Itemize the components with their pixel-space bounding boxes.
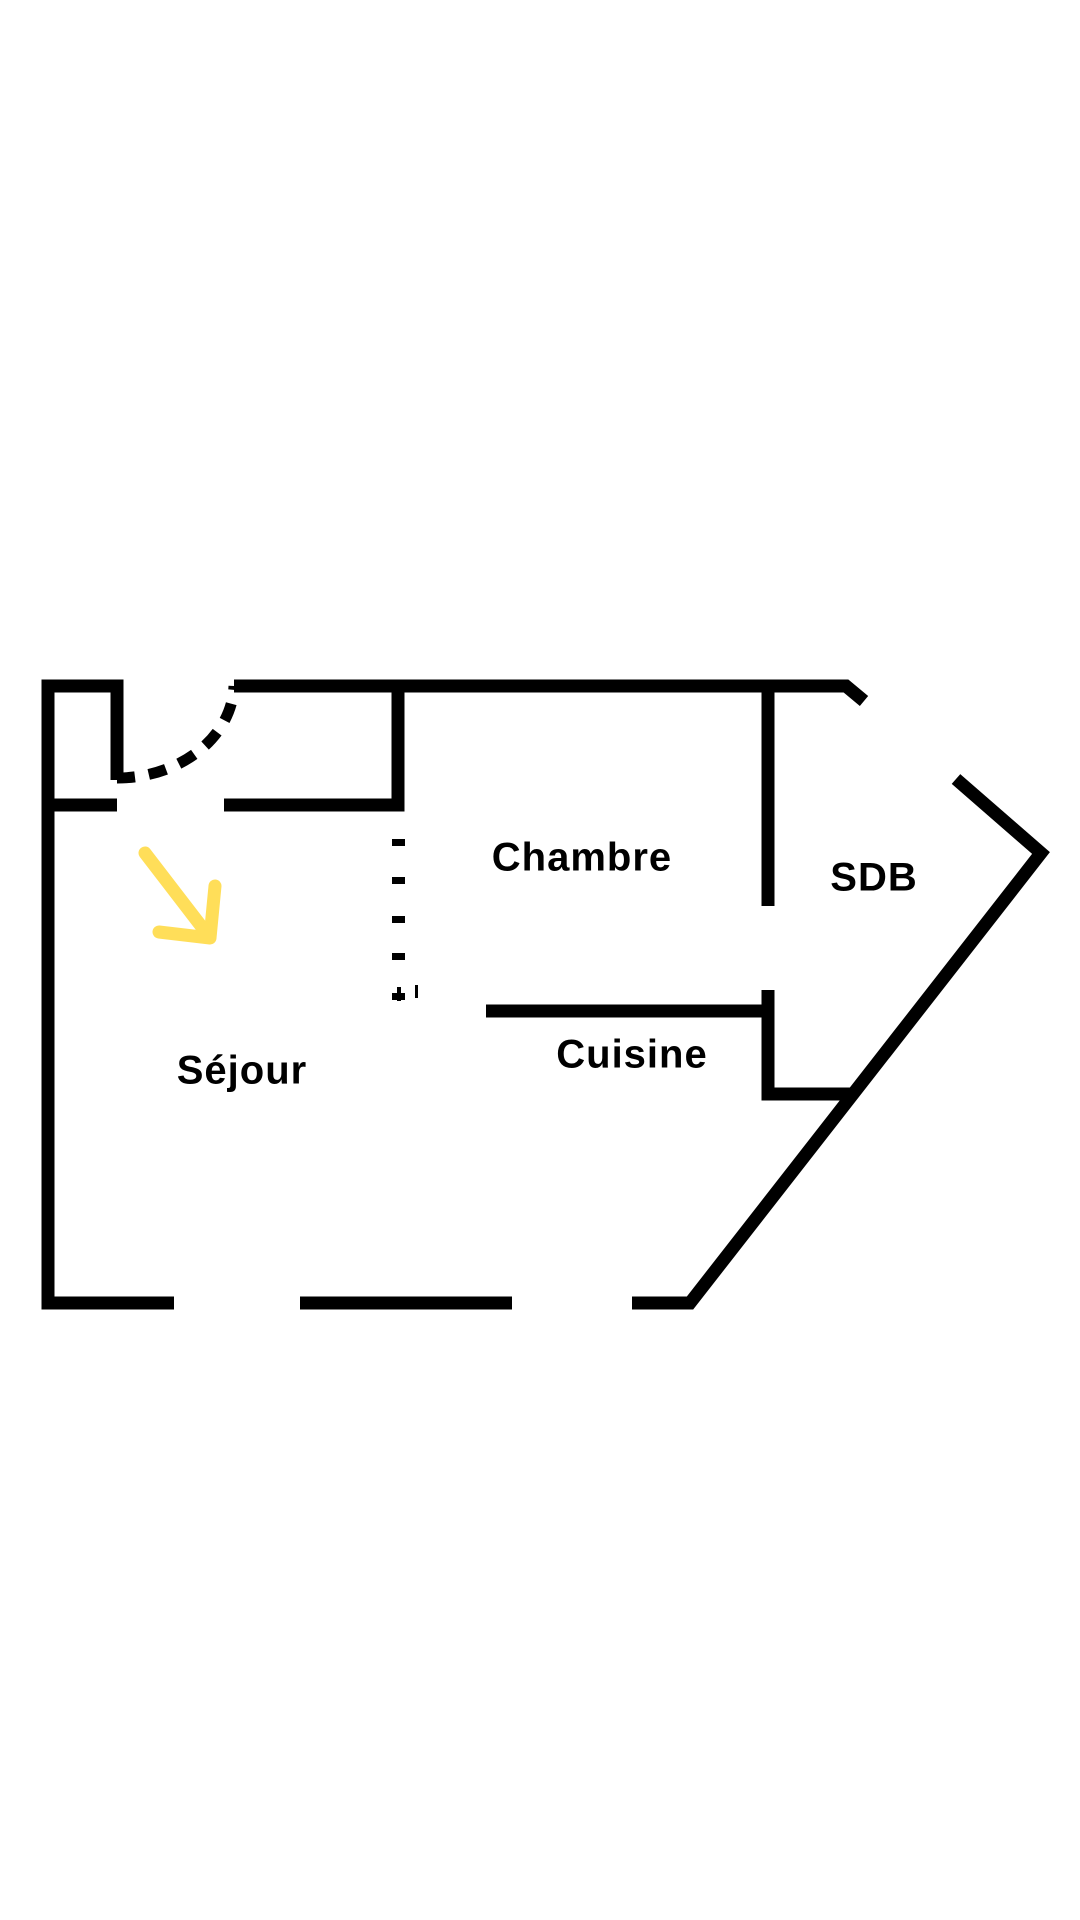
outer-wall-diagonal	[632, 774, 1050, 1310]
door-swing-arc	[116, 685, 240, 784]
outer-wall-top	[234, 679, 869, 706]
room-label-cuisine: Cuisine	[556, 1033, 707, 1077]
room-label-chambre: Chambre	[492, 836, 672, 880]
partition-dash	[392, 953, 405, 960]
room-label-sdb: SDB	[830, 856, 917, 900]
entrance-arrow-icon	[138, 846, 222, 945]
kitchen-wall	[486, 990, 851, 1101]
outer-wall-left-closet	[41, 679, 174, 1310]
partition-dash	[415, 985, 418, 998]
chambre-wall-left	[224, 686, 405, 812]
partition-dash	[392, 877, 405, 884]
room-label-sejour: Séjour	[177, 1049, 307, 1093]
sliding-partition	[392, 839, 418, 1001]
walls	[41, 679, 1050, 1310]
partition-dash	[397, 987, 401, 1001]
partition-dash	[392, 916, 405, 923]
partition-dash	[392, 839, 405, 846]
